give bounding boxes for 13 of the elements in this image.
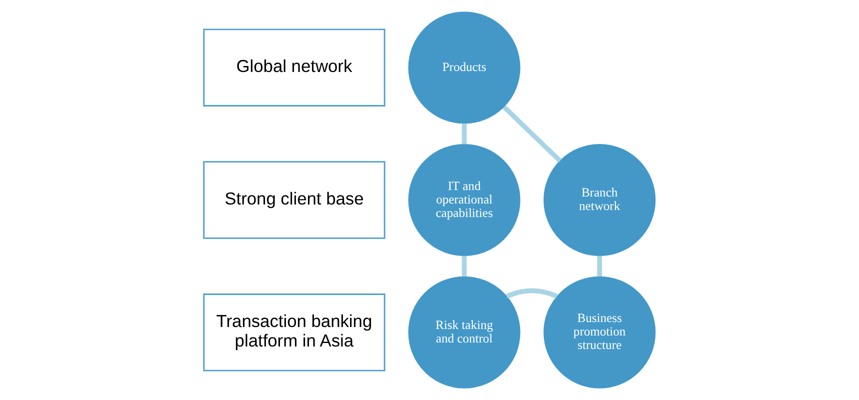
connector	[462, 124, 467, 144]
node-box: Transaction banking platform in Asia	[203, 293, 386, 372]
node-circle: Risk taking and control	[408, 276, 520, 388]
node-box: Global network	[203, 28, 386, 106]
connector	[597, 256, 602, 277]
node-box: Strong client base	[203, 161, 386, 239]
connector	[502, 105, 562, 163]
connector	[506, 288, 558, 299]
node-circle: Products	[408, 12, 520, 124]
node-circle: Business promotion structure	[544, 276, 656, 388]
node-circle: IT and operational capabilities	[408, 144, 520, 256]
connector	[462, 256, 467, 277]
node-circle: Branch network	[544, 144, 656, 256]
